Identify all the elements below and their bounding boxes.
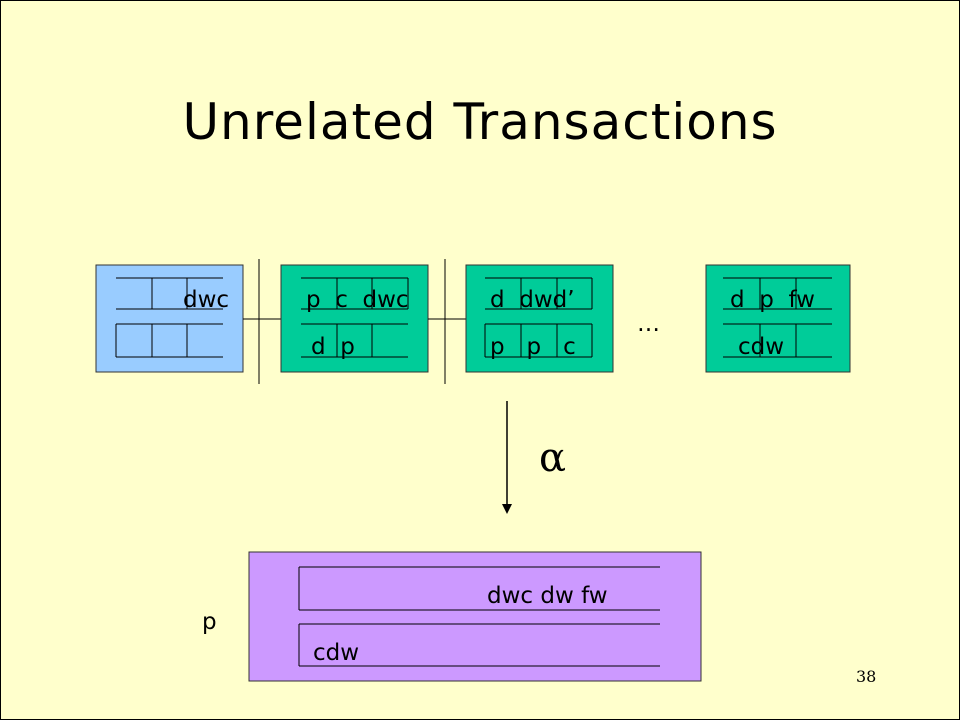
state-4-bottom-label: cdw	[738, 334, 784, 360]
abstraction-arrow	[502, 401, 512, 514]
state-box-4: d p fw cdw	[705, 264, 851, 373]
state-2-bottom-label: d p	[311, 334, 355, 360]
result-row-1-label: dwc dw fw	[487, 583, 608, 609]
state-3-top-label: d dwd’	[490, 287, 575, 313]
state-2-top-label: p c dwc	[306, 287, 409, 313]
page-number: 38	[856, 667, 877, 686]
ellipsis: …	[637, 311, 660, 337]
state-box-1: dwc	[95, 264, 244, 373]
process-label: p	[202, 609, 217, 635]
state-1-top-label: dwc	[183, 287, 229, 313]
state-3-bottom-label: p p c	[490, 334, 576, 360]
slide-title: Unrelated Transactions	[182, 93, 778, 151]
alpha-symbol: α	[539, 435, 566, 481]
state-box-2: p c dwc d p	[280, 264, 429, 373]
result-box: dwc dw fw cdw	[248, 551, 702, 682]
result-row-2-label: cdw	[313, 640, 359, 666]
state-4-top-label: d p fw	[730, 287, 815, 313]
state-box-3: d dwd’ p p c	[465, 264, 614, 373]
